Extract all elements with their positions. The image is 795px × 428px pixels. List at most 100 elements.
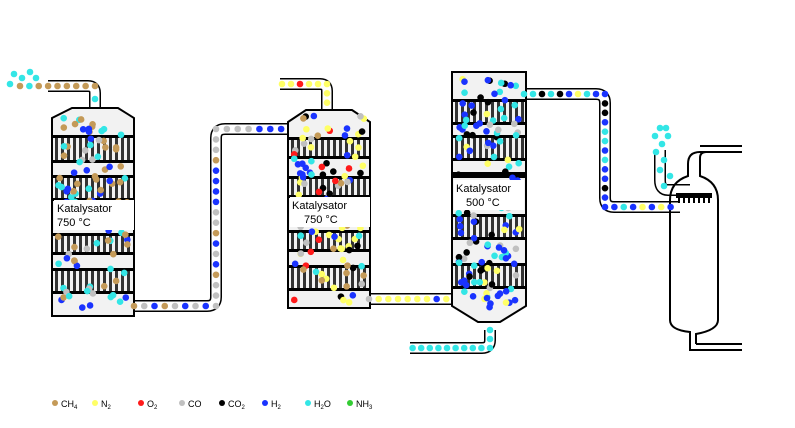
- reactor-2-particle: [344, 262, 351, 269]
- inlet-2-particle: [314, 80, 322, 88]
- reactor-2-rack-0-bar: [327, 140, 330, 156]
- reactor-2-rack-3-bar: [333, 268, 336, 288]
- reactor-1-rack-1-bar: [91, 178, 94, 198]
- reactor-3-rack-0-bar: [467, 102, 470, 122]
- reactor-2-rack-2-bar: [297, 233, 300, 249]
- reactor-3-particle: [470, 234, 478, 242]
- reactor-1-particle: [77, 116, 85, 123]
- water-droplet: [18, 74, 26, 82]
- reactor-1-rack-3-bar: [73, 271, 76, 291]
- reactor-3-particle: [484, 160, 492, 167]
- reactor-3-particle: [510, 260, 518, 268]
- reactor-1-particle: [120, 269, 128, 277]
- reactor-2-rack-1-bar: [297, 179, 300, 195]
- pipe-3-particle: [583, 90, 591, 98]
- reactor-3-particle: [461, 288, 468, 296]
- reactor-3-particle: [501, 96, 509, 104]
- reactor-2-particle: [302, 239, 310, 247]
- pipe-3-particle: [601, 147, 609, 154]
- reactor-3-rack-1-bar: [509, 138, 512, 158]
- water-droplet: [662, 124, 670, 132]
- reactor-3-particle: [491, 90, 498, 98]
- reactor-2-particle: [319, 171, 327, 179]
- reactor-3-particle: [484, 76, 492, 84]
- inlet-2-particle: [323, 90, 331, 97]
- reactor-2-particle: [358, 128, 366, 135]
- reactor-2-particle: [308, 171, 315, 178]
- reactor-2-particle: [325, 231, 333, 239]
- reactor-2-particle: [331, 233, 338, 240]
- pipe-1-particle: [212, 177, 220, 185]
- reactor-2-particle: [337, 245, 344, 252]
- reactor-3-particle: [509, 174, 516, 182]
- reactor-3-particle: [469, 131, 476, 139]
- inlet-2-particle: [296, 80, 304, 88]
- reactor-2-rack-2-bar: [291, 233, 294, 249]
- reactor-2-particle: [308, 157, 315, 165]
- reactor-3-rack-3-bar: [467, 217, 470, 237]
- legend-swatch-co: [179, 400, 185, 406]
- reactor-1-particle: [116, 298, 124, 306]
- outlet-particle: [478, 344, 485, 352]
- outlet-particle: [469, 344, 477, 352]
- reactor-1-rack-3-top: [53, 268, 133, 271]
- reactor-1-rack-1-bar: [127, 178, 130, 198]
- pipe-3-particle: [601, 194, 609, 201]
- reactor-3-particle: [502, 168, 509, 175]
- inlet-1-particle: [26, 82, 33, 90]
- water-droplet: [652, 148, 660, 156]
- reactor-2-particle: [343, 151, 351, 159]
- reactor-3-particle: [469, 293, 477, 300]
- reactor-1-rack-3-bar: [97, 271, 100, 291]
- reactor-3-particle: [487, 300, 494, 307]
- reactor-1-particle: [79, 125, 87, 133]
- reactor-2-rack-0-bar: [345, 140, 348, 156]
- reactor-3-particle: [483, 294, 491, 302]
- reactor-1-label: Katalysator 750 °C: [54, 200, 134, 230]
- separator-vessel: [669, 145, 742, 351]
- separator-tray-tooth: [703, 198, 705, 203]
- pipe-3-particle: [639, 203, 646, 211]
- reactor-1-rack-3-bar: [127, 271, 130, 291]
- reactor-1-rack-0-bar: [91, 138, 94, 160]
- reactor-1-particle: [116, 178, 124, 186]
- reactor-3-rack-0-bar: [503, 102, 506, 122]
- reactor-3-particle: [486, 121, 494, 128]
- reactor-2-rack-2-top: [289, 230, 369, 233]
- reactor-1-particle: [100, 282, 108, 290]
- reactor-3-rack-1-bar: [521, 138, 524, 158]
- reactor-3-particle: [500, 114, 508, 122]
- reactor-2-particle: [357, 169, 364, 177]
- reactor-3-particle: [515, 115, 522, 123]
- reactor-3-particle: [510, 120, 518, 128]
- reactor-2-particle: [315, 188, 323, 196]
- reactor-1-particle: [60, 152, 68, 159]
- inlet-1-particle: [44, 82, 52, 90]
- pipe-1-particle: [161, 302, 169, 310]
- reactor-2-rack-3-bar: [357, 268, 360, 288]
- reactor-1-particle: [124, 241, 131, 248]
- reactor-1-rack-2-top: [53, 233, 133, 236]
- reactor-3-particle: [461, 111, 468, 118]
- pipe-1-particle: [234, 125, 242, 133]
- pipe-3-particle: [620, 203, 628, 211]
- reactor-2-rack-1-bar: [357, 179, 360, 195]
- legend-swatch-h2o: [305, 400, 311, 406]
- reactor-3-rack-1-bar: [479, 138, 482, 158]
- reactor-2-particle: [349, 264, 357, 272]
- pipe-2-particle: [443, 295, 450, 303]
- legend-formula: CH: [61, 399, 74, 409]
- reactor-1-rack-2-bar: [85, 236, 88, 252]
- reactor-2-particle: [300, 266, 307, 273]
- inlet-1-particle: [82, 82, 89, 90]
- reactor-3-rack-1-bar: [455, 138, 458, 158]
- legend-label-o2: O2: [147, 399, 158, 411]
- reactor-2-particle: [302, 164, 310, 172]
- pipe-2-particle: [385, 295, 392, 303]
- reactor-2-particle: [318, 277, 326, 284]
- legend-label-h2o: H2O: [314, 399, 331, 411]
- reactor-2-rack-3-bar: [297, 268, 300, 288]
- reactor-3-particle: [476, 278, 484, 286]
- reactor-3-particle: [456, 216, 464, 223]
- pipe-3-particle: [565, 90, 573, 98]
